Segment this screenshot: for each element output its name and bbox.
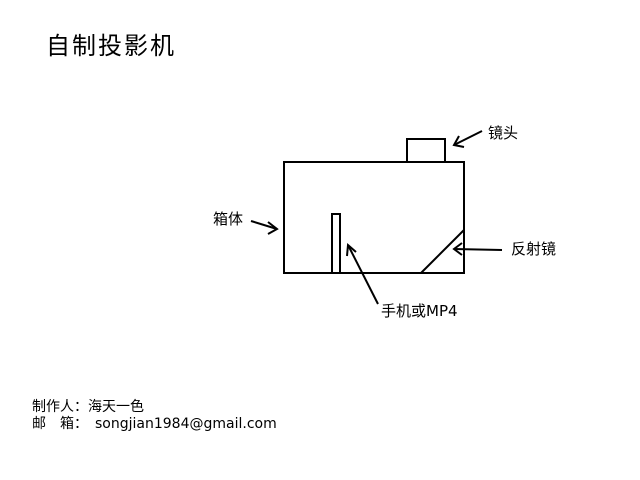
lens-label: 镜头 — [488, 124, 519, 142]
mirror-line — [420, 229, 465, 274]
phone-label: 手机或MP4 — [381, 302, 458, 320]
phone-arrow — [346, 242, 379, 305]
email-label: 邮 箱： — [32, 416, 88, 432]
lens-outline — [406, 138, 446, 163]
box-outline — [283, 161, 465, 274]
email-line: 邮 箱： songjian1984@gmail.com — [32, 416, 277, 433]
phone-outline — [331, 213, 341, 274]
mirror-label: 反射镜 — [511, 240, 557, 258]
mirror-arrow — [452, 242, 503, 256]
box-arrow — [250, 220, 279, 235]
email-address: songjian1984@gmail.com — [95, 416, 277, 432]
box-label: 箱体 — [213, 210, 244, 228]
lens-arrow — [452, 130, 483, 148]
credits-block: 制作人：海天一色 邮 箱： songjian1984@gmail.com — [32, 399, 277, 433]
author-line: 制作人：海天一色 — [32, 399, 144, 415]
page-title: 自制投影机 — [46, 32, 176, 60]
